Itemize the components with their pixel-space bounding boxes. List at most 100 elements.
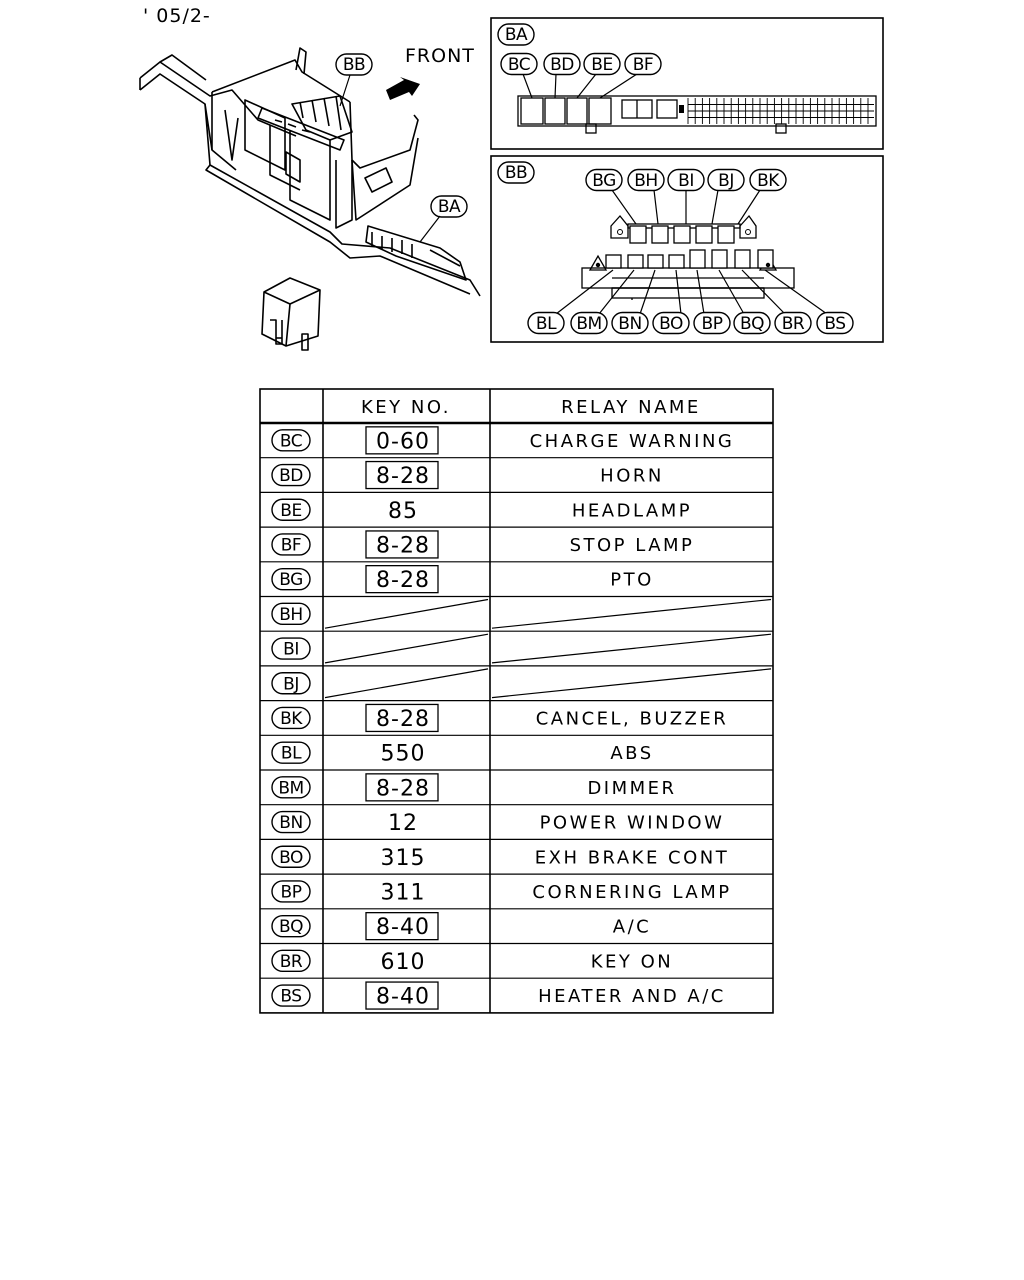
relay-tag-bm: BM bbox=[570, 311, 608, 335]
svg-text:BR: BR bbox=[280, 952, 303, 972]
row-tag-bn: BN bbox=[271, 810, 311, 834]
svg-text:BO: BO bbox=[279, 848, 303, 868]
panel-ba-title: BA bbox=[505, 25, 528, 45]
row-tag-bp: BP bbox=[271, 880, 311, 903]
key-number: 8-28 bbox=[376, 776, 430, 801]
revision-mark: ' 05/2- bbox=[143, 5, 211, 27]
key-number: 8-28 bbox=[376, 533, 430, 558]
svg-text:BI: BI bbox=[283, 640, 299, 660]
relay-tag-be: BE bbox=[583, 52, 621, 76]
row-tag-bk: BK bbox=[271, 706, 311, 730]
svg-text:BN: BN bbox=[618, 314, 641, 334]
svg-text:BF: BF bbox=[281, 535, 301, 555]
svg-text:BK: BK bbox=[757, 171, 780, 191]
key-number: 8-40 bbox=[376, 915, 430, 940]
svg-text:BI: BI bbox=[678, 171, 694, 191]
table-row: BF 8-28 STOP LAMP bbox=[271, 530, 695, 559]
row-tag-be: BE bbox=[271, 498, 311, 521]
row-tag-bm: BM bbox=[271, 776, 311, 799]
svg-text:BQ: BQ bbox=[740, 314, 764, 334]
table-row: BI bbox=[271, 633, 772, 664]
chassis-overview-drawing bbox=[139, 47, 481, 351]
row-tag-bh: BH bbox=[271, 602, 311, 626]
svg-text:BD: BD bbox=[279, 466, 303, 486]
relay-name: ABS bbox=[610, 743, 653, 764]
table-row: BH bbox=[271, 598, 772, 629]
svg-text:BH: BH bbox=[279, 605, 302, 625]
row-tag-bo: BO bbox=[271, 845, 311, 868]
header-relay-name: RELAY NAME bbox=[561, 397, 701, 418]
row-tag-bg: BG bbox=[271, 567, 311, 591]
row-tag-bl: BL bbox=[271, 741, 311, 764]
key-number: 12 bbox=[388, 811, 418, 836]
relay-tag-bk: BK bbox=[749, 168, 787, 192]
relay-tag-bc: BC bbox=[500, 52, 538, 76]
svg-text:BD: BD bbox=[550, 55, 574, 75]
key-number: 610 bbox=[381, 950, 426, 975]
relay-tag-bj: BJ bbox=[707, 168, 745, 192]
row-tag-bq: BQ bbox=[271, 914, 311, 938]
table-row: BM 8-28 DIMMER bbox=[271, 773, 676, 802]
table-row: BC 0-60 CHARGE WARNING bbox=[271, 426, 735, 455]
svg-text:BE: BE bbox=[280, 501, 301, 521]
overview-callout-bb: BB bbox=[335, 53, 373, 107]
table-row: BR 610 KEY ON bbox=[271, 949, 674, 975]
header-key-no: KEY NO. bbox=[361, 397, 451, 418]
relay-name: KEY ON bbox=[591, 951, 674, 972]
svg-text:BS: BS bbox=[824, 314, 845, 334]
relay-tag-bq: BQ bbox=[733, 311, 771, 335]
relay-name: STOP LAMP bbox=[570, 535, 695, 556]
svg-text:BL: BL bbox=[536, 314, 557, 334]
key-number: 8-28 bbox=[376, 464, 430, 489]
relay-tag-br: BR bbox=[774, 311, 812, 335]
svg-text:BM: BM bbox=[576, 314, 601, 334]
svg-text:BG: BG bbox=[592, 171, 616, 191]
row-tag-bc: BC bbox=[271, 429, 311, 452]
svg-text:BH: BH bbox=[634, 171, 657, 191]
relay-tag-bh: BH bbox=[627, 168, 665, 192]
svg-text:BA: BA bbox=[438, 197, 461, 217]
relay-tag-bg: BG bbox=[585, 168, 623, 192]
row-tag-bi: BI bbox=[271, 637, 311, 660]
key-number: 550 bbox=[381, 742, 426, 767]
table-row: BQ 8-40 A/C bbox=[271, 912, 651, 941]
panel-bb-title: BB bbox=[505, 163, 527, 183]
relay-tag-bd: BD bbox=[543, 52, 581, 76]
svg-text:BK: BK bbox=[280, 709, 303, 729]
relay-tag-bl: BL bbox=[527, 311, 565, 335]
relay-tag-bi: BI bbox=[667, 168, 705, 192]
table-row: BL 550 ABS bbox=[271, 741, 653, 767]
front-label: FRONT bbox=[405, 45, 475, 67]
svg-text:BF: BF bbox=[633, 55, 653, 75]
relay-name: CORNERING LAMP bbox=[532, 882, 731, 903]
svg-text:BJ: BJ bbox=[718, 171, 734, 191]
relay-name: HEADLAMP bbox=[572, 500, 692, 521]
key-number: 0-60 bbox=[376, 429, 430, 454]
row-tag-bf: BF bbox=[271, 533, 311, 556]
relay-name: HEATER AND A/C bbox=[538, 986, 726, 1007]
svg-text:BG: BG bbox=[279, 570, 303, 590]
overview-callout-ba: BA bbox=[419, 195, 468, 243]
relay-tag-bo: BO bbox=[652, 311, 690, 335]
table-row: BJ bbox=[271, 668, 772, 699]
relay-name: A/C bbox=[613, 917, 651, 938]
row-tag-bs: BS bbox=[271, 984, 311, 1007]
relay-name: CHARGE WARNING bbox=[530, 431, 735, 452]
relay-name: PTO bbox=[610, 570, 654, 591]
relay-name: DIMMER bbox=[587, 778, 676, 799]
svg-text:BR: BR bbox=[782, 314, 805, 334]
relay-name: CANCEL, BUZZER bbox=[536, 708, 729, 729]
panel-ba: BA BC BD BE BF bbox=[490, 17, 884, 150]
relay-name: POWER WINDOW bbox=[540, 813, 725, 834]
svg-text:BB: BB bbox=[343, 55, 365, 75]
svg-text:BS: BS bbox=[280, 987, 301, 1007]
svg-text:BQ: BQ bbox=[279, 917, 303, 937]
